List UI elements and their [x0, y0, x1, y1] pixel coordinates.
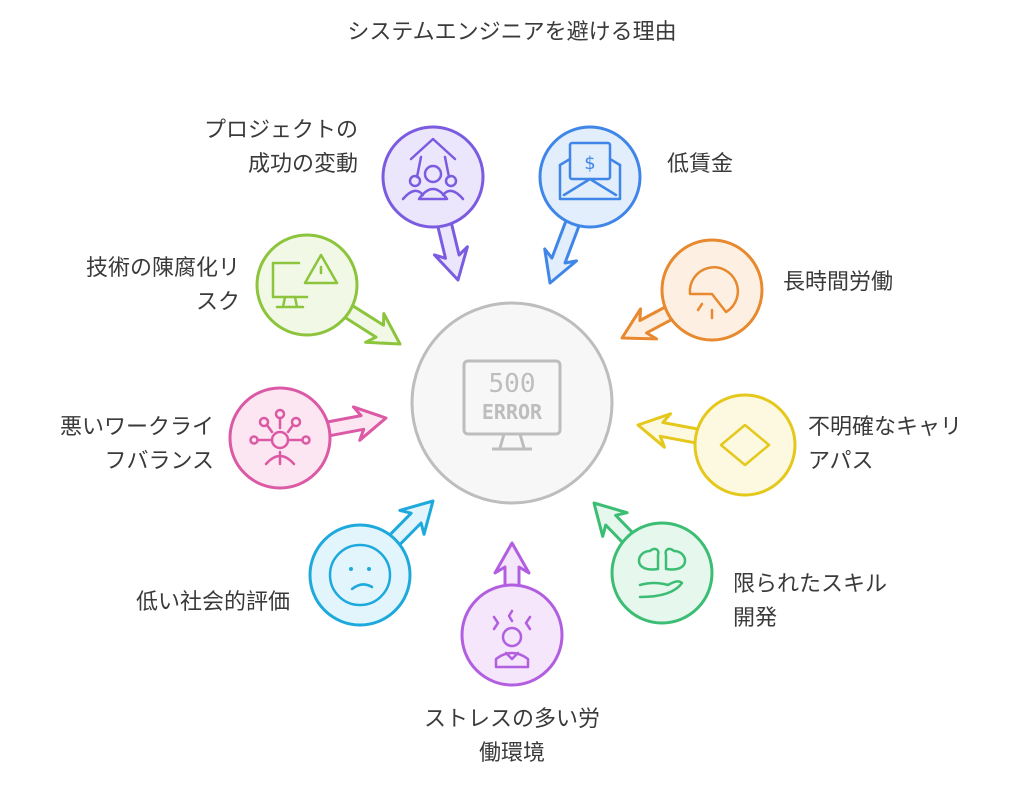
- arrow-wage: [543, 214, 583, 285]
- diamond-icon: [719, 423, 771, 467]
- node-project: [381, 125, 485, 282]
- arrow-career: [636, 412, 705, 449]
- node-stress: [460, 541, 564, 687]
- salary-envelope-icon: $: [558, 141, 622, 201]
- label-project: プロジェクトの 成功の変動: [203, 118, 358, 177]
- node-obsolete: [255, 233, 402, 346]
- label-obsolete: 技術の陳腐化リ スク: [85, 256, 240, 315]
- node-skills: [592, 501, 714, 625]
- error-code: 500: [489, 369, 536, 399]
- node-circle-skills: [610, 521, 714, 625]
- node-hours: [620, 238, 764, 342]
- arrow-obsolete: [338, 301, 402, 346]
- label-hours: 長時間労働: [783, 270, 894, 295]
- stressed-person-icon: [492, 609, 532, 669]
- node-career: [636, 393, 797, 497]
- error-text: ERROR: [482, 400, 543, 424]
- diagram-title: システムエンジニアを避ける理由: [347, 20, 677, 45]
- monitor-warning-icon: [271, 253, 339, 309]
- node-balance: [228, 386, 388, 490]
- brain-hand-icon: [637, 547, 687, 599]
- node-wage: $: [538, 125, 642, 285]
- sad-face-icon: [328, 543, 392, 607]
- 500-error-monitor-icon: [462, 359, 562, 451]
- node-circle-obsolete: [255, 233, 359, 337]
- network-person-icon: [249, 408, 311, 466]
- team-growth-icon: [401, 137, 465, 201]
- node-circle-balance: [228, 386, 332, 490]
- label-wage: 低賃金: [667, 152, 734, 177]
- label-balance: 悪いワークライ フバランス: [59, 415, 214, 474]
- node-circle-career: [693, 393, 797, 497]
- node-status: [308, 499, 435, 627]
- node-circle-wage: [538, 125, 642, 229]
- arrow-balance: [320, 405, 388, 442]
- node-circle-project: [381, 125, 485, 229]
- label-stress: ストレスの多い労 働環境: [423, 707, 600, 766]
- node-circle-stress: [460, 583, 564, 687]
- label-status: 低い社会的評価: [135, 590, 290, 615]
- node-circle-status: [308, 523, 412, 627]
- svg-text:$: $: [584, 153, 595, 174]
- label-career: 不明確なキャリ アパス: [808, 415, 963, 474]
- node-circle-hours: [660, 238, 764, 342]
- label-skills: 限られたスキル 開発: [733, 572, 888, 631]
- clock-gauge-icon: [688, 266, 740, 320]
